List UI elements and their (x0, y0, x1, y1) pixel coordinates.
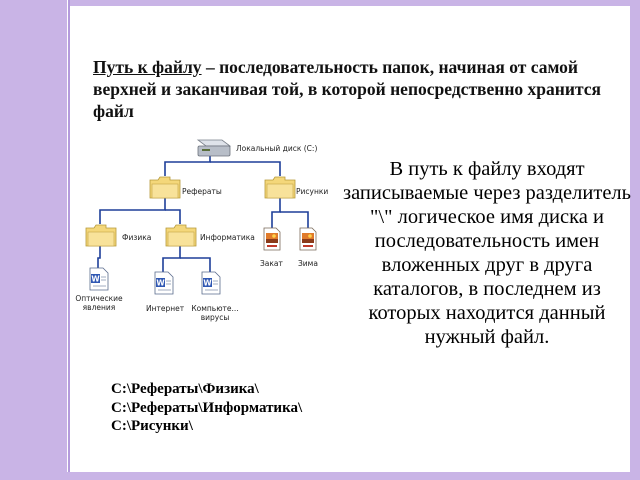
path-example: C:\Рисунки\ (111, 418, 193, 434)
folder-icon (85, 224, 117, 247)
path-example: C:\Рефераты\Информатика\ (111, 399, 303, 416)
slide-border-bottom (0, 472, 640, 480)
folder-icon (149, 176, 181, 199)
file-label-zakat: Закат (260, 259, 283, 268)
connector-folder1-folder3 (99, 196, 166, 224)
path-explanation-text: В путь к файлу входят записываемые через… (343, 158, 631, 348)
connector-folder4-file2 (162, 244, 181, 272)
svg-text:W: W (91, 275, 100, 284)
path-example: C:\Рефераты\Физика\ (111, 381, 259, 397)
file-label-kompyuternye-virusy: Компьюте... вирусы (191, 304, 239, 322)
heading-definition: – последовательность папок, начиная от с… (93, 57, 601, 121)
word-document-icon: W (89, 267, 109, 291)
file-label-internet: Интернет (146, 304, 185, 313)
svg-text:W: W (156, 279, 165, 288)
svg-text:W: W (203, 279, 212, 288)
folder-label-risunki: Рисунки (296, 187, 329, 196)
connector-root-folder1 (164, 156, 211, 176)
connector-folder4-file3 (180, 257, 211, 272)
slide-border-line-dark (68, 0, 70, 480)
connector-folder1-folder4 (165, 209, 181, 224)
connector-folder3-file1 (97, 244, 101, 268)
word-document-icon: W (201, 271, 221, 295)
folder-tree-diagram: W W W (70, 132, 340, 332)
image-file-icon (263, 227, 281, 251)
file-label-opticheskie: Оптические явления (75, 294, 123, 312)
folder-icon (165, 224, 197, 247)
image-file-icon (299, 227, 317, 251)
slide-border-line (67, 0, 68, 480)
drive-icon (196, 139, 232, 157)
connector-folder2-file4 (271, 196, 281, 228)
folder-label-referaty: Рефераты (182, 187, 222, 196)
folder-tree-svg: W W W (85, 139, 317, 295)
folder-label-informatika: Информатика (200, 233, 255, 242)
heading-term: Путь к файлу (93, 57, 202, 77)
folder-label-fizika: Физика (122, 233, 152, 242)
slide-border-right (630, 0, 640, 480)
slide-border-top (0, 0, 640, 6)
slide-heading: Путь к файлу – последовательность папок,… (93, 56, 623, 122)
file-label-zima: Зима (298, 259, 318, 268)
slide-border-left (0, 0, 67, 480)
slide-content-area (70, 6, 630, 472)
connector-folder2-file5 (280, 211, 309, 228)
folder-icon (264, 176, 296, 199)
connector-root-folder2 (210, 161, 281, 176)
word-document-icon: W (154, 271, 174, 295)
drive-label: Локальный диск (C:) (236, 144, 318, 153)
path-examples: C:\Рефераты\Физика\ C:\Рефераты\Информат… (111, 380, 302, 436)
